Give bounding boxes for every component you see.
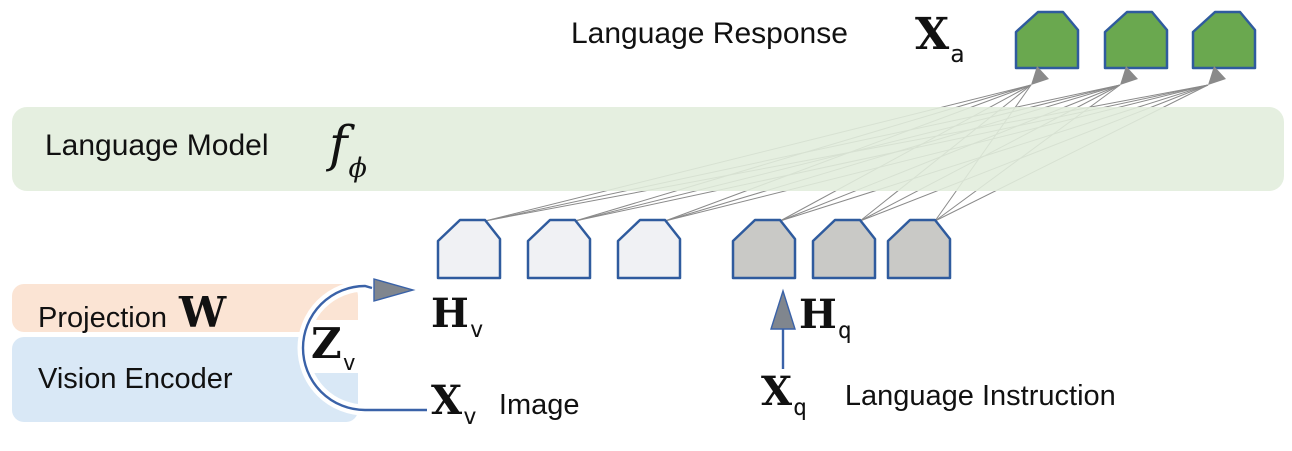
vision-encoder-label: Vision Encoder bbox=[38, 363, 233, 395]
zv-symbol: Zv bbox=[307, 320, 362, 375]
response-token bbox=[1103, 10, 1169, 70]
instruction-token bbox=[811, 218, 877, 280]
vision-token bbox=[436, 218, 502, 280]
instruction-token bbox=[886, 218, 952, 280]
response-symbol: Xa bbox=[915, 9, 965, 68]
xq-symbol: Xq bbox=[761, 368, 807, 421]
projection-symbol: W bbox=[178, 288, 227, 337]
response-arrowhead-icon bbox=[1031, 66, 1049, 85]
response-token bbox=[1014, 10, 1080, 70]
hq-symbol: Hq bbox=[799, 291, 852, 344]
hv-symbol: Hv bbox=[431, 290, 484, 343]
instruction-token bbox=[731, 218, 797, 280]
vision-token bbox=[616, 218, 682, 280]
xq-caption: Language Instruction bbox=[844, 380, 1116, 412]
response-arrowhead-icon bbox=[1208, 66, 1226, 85]
projection-label: Projection bbox=[38, 302, 167, 334]
language-model-fn-symbol: fϕ bbox=[329, 115, 367, 185]
xv-row: Xv Image bbox=[431, 377, 580, 430]
xv-caption: Image bbox=[498, 389, 580, 421]
response-arrowhead-icon bbox=[1120, 66, 1138, 85]
hq-arrowhead-icon bbox=[770, 288, 796, 330]
hv-arrowhead-icon bbox=[373, 278, 416, 302]
xq-row: Xq Language Instruction bbox=[761, 368, 1116, 421]
projection-row: Projection W bbox=[38, 292, 226, 334]
language-model-label: Language Model bbox=[45, 129, 269, 162]
vision-token bbox=[526, 218, 592, 280]
response-label: Language Response bbox=[571, 17, 848, 50]
response-token bbox=[1191, 10, 1257, 70]
xv-symbol: Xv bbox=[431, 377, 477, 430]
